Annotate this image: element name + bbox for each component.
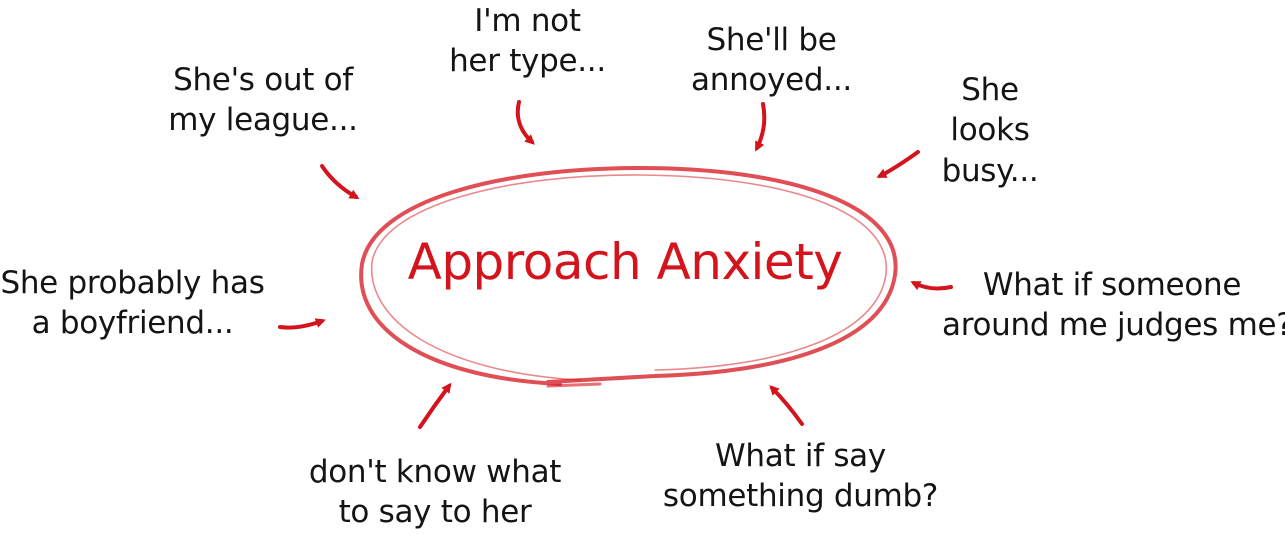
- thought-line: to say to her: [338, 494, 532, 531]
- arrow-annoyed: [755, 102, 767, 152]
- thought-someone-judges: What if someone around me judges me?: [942, 265, 1285, 346]
- thought-line: a boyfriend...: [31, 305, 234, 342]
- thought-line: What if say: [715, 438, 886, 474]
- thought-line: my league...: [168, 102, 358, 139]
- thought-say-something-dumb: What if say something dumb?: [658, 436, 943, 517]
- thought-line: She's out of: [173, 62, 353, 98]
- thought-line: What if someone: [982, 267, 1242, 303]
- thought-out-of-league: She's out of my league...: [158, 60, 368, 141]
- thought-line: She'll be: [706, 22, 837, 58]
- thought-line: annoyed...: [691, 62, 852, 99]
- arrow-not-her-type: [515, 100, 535, 145]
- thought-line: I'm not: [474, 3, 581, 39]
- arrow-say-something-dumb: [769, 385, 804, 426]
- thought-not-her-type: I'm not her type...: [440, 1, 615, 82]
- arrow-boyfriend: [278, 318, 326, 330]
- thought-line: busy...: [941, 152, 1039, 189]
- thought-boyfriend: She probably has a boyfriend...: [0, 263, 265, 344]
- thought-line: her type...: [449, 43, 606, 80]
- center-ellipse: [359, 165, 898, 388]
- thought-line: looks: [950, 112, 1030, 149]
- thought-line: She: [961, 72, 1019, 108]
- arrow-dont-know-what-to-say: [418, 382, 452, 429]
- center-title: Approach Anxiety: [407, 233, 843, 291]
- thought-line: something dumb?: [662, 478, 939, 515]
- arrow-looks-busy: [876, 150, 920, 178]
- arrow-someone-judges: [910, 281, 953, 291]
- thought-line: She probably has: [0, 265, 265, 301]
- arrow-out-of-league: [320, 164, 360, 199]
- thought-line: don't know what: [308, 454, 562, 490]
- thought-dont-know-what-to-say: don't know what to say to her: [300, 452, 570, 533]
- thought-line: around me judges me?: [942, 307, 1285, 344]
- thought-annoyed: She'll be annoyed...: [684, 20, 859, 101]
- thought-looks-busy: She looks busy...: [930, 70, 1050, 191]
